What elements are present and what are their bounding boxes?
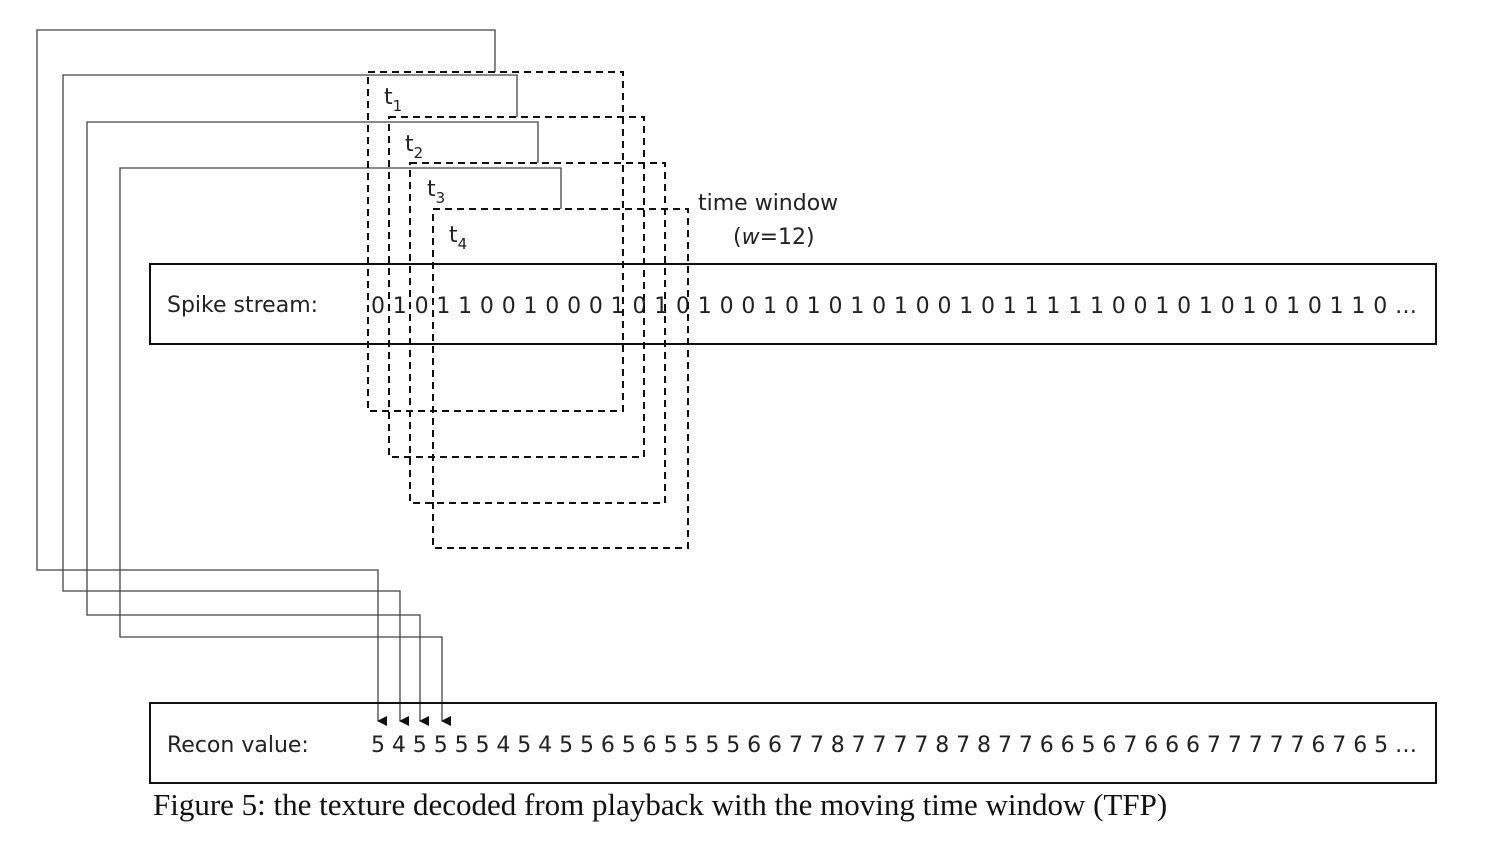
window-label-t2: t2 — [405, 132, 423, 162]
connector-t4 — [119, 167, 562, 726]
connector-t3 — [86, 121, 539, 726]
recon-value-sequence: 5 4 5 5 5 5 4 5 4 5 5 6 5 6 5 5 5 5 6 6 … — [371, 733, 1417, 758]
time-window-t1 — [367, 71, 624, 412]
spike-stream-box — [149, 263, 1437, 345]
connector-lines — [36, 29, 562, 726]
figure-caption: Figure 5: the texture decoded from playb… — [153, 787, 1167, 822]
time-window-t4 — [432, 208, 689, 549]
time-window-label: time window — [698, 191, 838, 216]
spike-stream-label: Spike stream: — [167, 293, 318, 318]
connector-t1 — [36, 29, 496, 726]
connector-t2 — [62, 74, 518, 726]
spike-stream-row: Spike stream: 0 1 0 1 1 0 0 1 0 0 0 1 0 … — [149, 263, 1437, 345]
spike-stream-sequence: 0 1 0 1 1 0 0 1 0 0 0 1 0 1 0 1 0 0 1 0 … — [371, 294, 1417, 319]
time-window-parameter: (w=12) — [733, 225, 815, 250]
recon-value-row: Recon value: 5 4 5 5 5 5 4 5 4 5 5 6 5 6… — [149, 702, 1437, 784]
time-window-t2 — [388, 116, 645, 458]
window-label-t4: t4 — [449, 223, 467, 253]
time-windows — [367, 71, 689, 549]
window-label-t1: t1 — [384, 85, 402, 115]
recon-value-label: Recon value: — [167, 733, 309, 758]
window-label-t3: t3 — [427, 177, 445, 207]
time-window-t3 — [409, 162, 666, 504]
recon-value-box — [149, 702, 1437, 784]
